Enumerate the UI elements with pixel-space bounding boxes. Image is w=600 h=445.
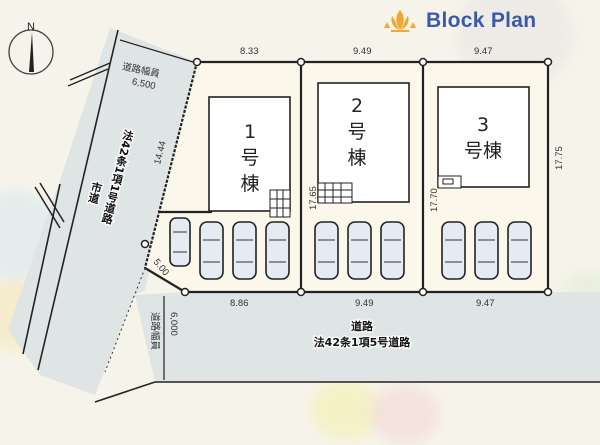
lot-3-bottom-dim: 9.47: [476, 298, 495, 309]
car-icon: [380, 221, 405, 280]
left-road-width-value: 6,500: [131, 76, 157, 92]
car-icon: [347, 221, 372, 280]
compass-north-icon: N: [8, 21, 54, 75]
building-1-suffix-1: 号: [240, 147, 259, 169]
car-icon: [265, 221, 290, 280]
car-icon: [507, 221, 532, 280]
car-icon: [474, 221, 499, 280]
brand-title: Block Plan: [426, 9, 537, 32]
lot-1-bottom-dim: 8.86: [230, 298, 249, 309]
porch-1-icon: [269, 189, 291, 218]
site-plan: N 道路幅員 6,500 1: [8, 21, 600, 403]
brand-header: Block Plan: [380, 8, 536, 34]
bottom-road-width-label: 道路幅員: [149, 312, 161, 351]
lot-2-bottom-dim: 9.49: [355, 298, 374, 309]
lot-3-right-dim: 17.75: [554, 146, 565, 170]
bottom-road: [135, 292, 600, 382]
car-icon: [169, 217, 191, 267]
lot-2-side-dim: 17.65: [308, 186, 319, 210]
car-icon: [314, 221, 339, 280]
car-icon: [232, 221, 257, 280]
car-icon: [199, 221, 224, 280]
bottom-road-title: 道路: [351, 319, 374, 333]
left-road: [8, 28, 197, 395]
lot-2-top-dim: 9.49: [353, 46, 372, 57]
bottom-road-width-value: 6,000: [168, 312, 179, 336]
building-2[interactable]: [317, 82, 410, 203]
car-icon: [441, 221, 466, 280]
lot-3-top-dim: 9.47: [474, 46, 493, 57]
building-1-suffix-2: 棟: [240, 173, 259, 195]
building-3-number: 3: [477, 114, 489, 136]
lotus-icon: [384, 10, 416, 32]
bottom-road-type: 法42条1項5号道路: [314, 335, 412, 349]
lot-1-top-dim: 8.33: [240, 46, 259, 57]
lot-3-side-dim: 17.70: [429, 188, 440, 212]
boundary-markers: [140, 57, 553, 297]
porch-2-icon: [317, 182, 353, 204]
parking-cars: [169, 217, 532, 280]
building-2-suffix-1: 号: [347, 121, 366, 143]
building-2-number: 2: [351, 95, 363, 117]
building-1-number: 1: [244, 121, 256, 143]
building-3-suffix: 号棟: [464, 140, 502, 162]
compass-label: N: [27, 21, 35, 33]
building-2-suffix-2: 棟: [347, 147, 366, 169]
building-3[interactable]: [437, 86, 530, 188]
